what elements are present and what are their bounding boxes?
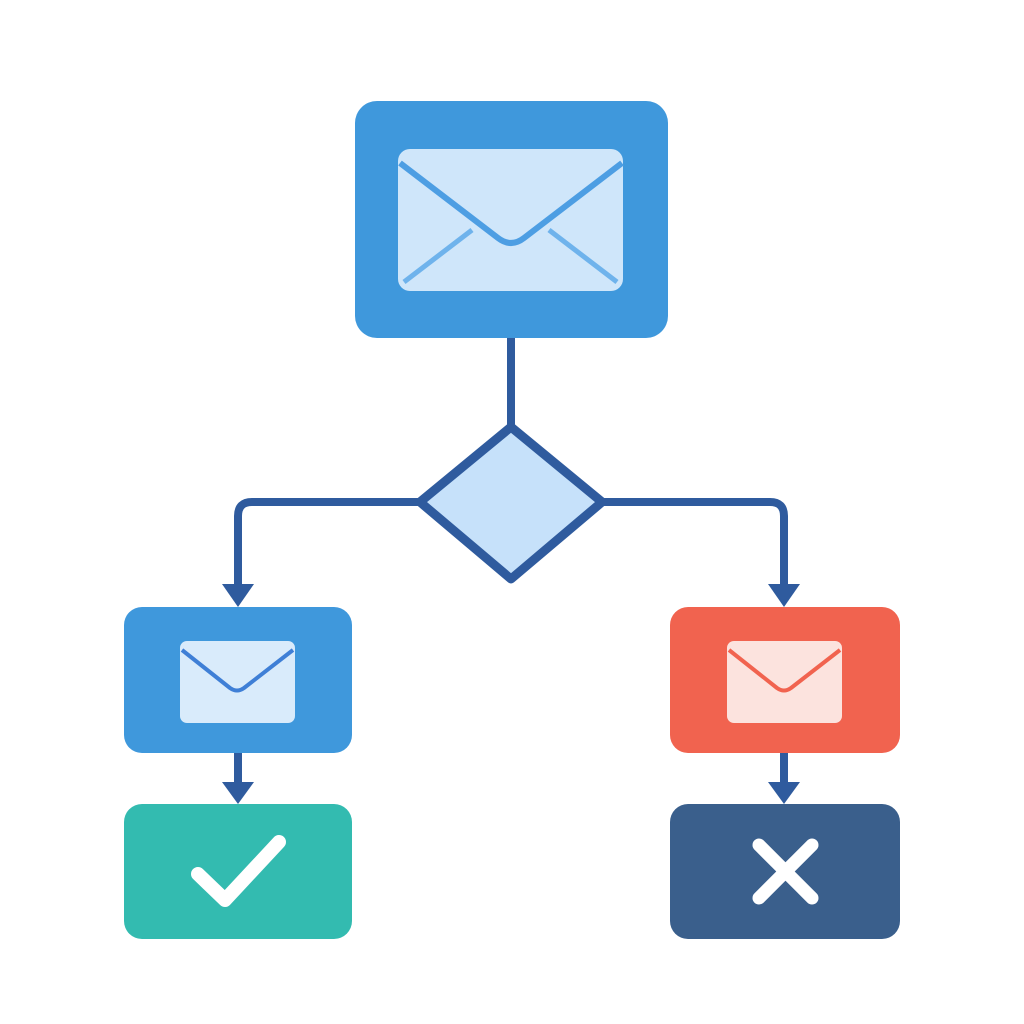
arrowhead-rejected xyxy=(768,584,800,607)
node-rejected-email xyxy=(670,607,900,753)
arrowhead-failure xyxy=(768,782,800,804)
envelope-icon xyxy=(180,641,295,723)
arrowhead-accepted xyxy=(222,584,254,607)
node-decision-diamond xyxy=(415,422,607,584)
node-failure xyxy=(670,804,900,939)
node-success xyxy=(124,804,352,939)
edge-decision-to-accepted xyxy=(234,498,420,585)
envelope-icon xyxy=(727,641,842,723)
edge-decision-to-rejected xyxy=(602,498,788,585)
x-icon xyxy=(752,838,819,905)
node-incoming-email xyxy=(355,101,668,338)
envelope-icon xyxy=(398,149,624,291)
arrowhead-success xyxy=(222,782,254,804)
node-accepted-email xyxy=(124,607,352,753)
check-icon xyxy=(191,835,286,907)
connectors xyxy=(222,334,800,804)
